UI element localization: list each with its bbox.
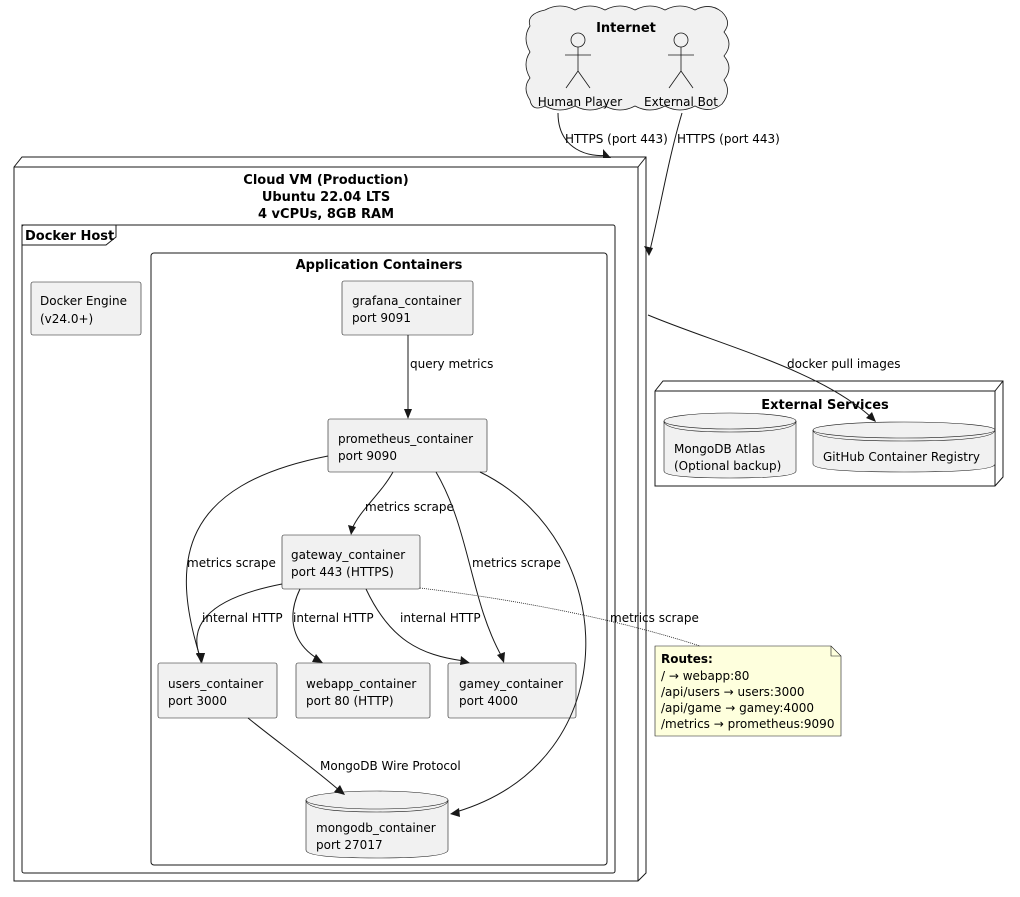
edge-prometheus-to-mongodb-arrowhead bbox=[450, 808, 460, 817]
edge-vm-to-ghcr bbox=[647, 314, 873, 419]
edge-grafana-to-prometheus-arrowhead bbox=[404, 409, 412, 419]
edge-label-mongo-wire: MongoDB Wire Protocol bbox=[320, 759, 461, 773]
edge-label-scrape-gateway: metrics scrape bbox=[365, 500, 454, 514]
edge-label-query-metrics: query metrics bbox=[410, 357, 493, 371]
routes-note: Routes: / → webapp:80 /api/users → users… bbox=[654, 645, 842, 737]
webapp-container-node: webapp_container port 80 (HTTP) bbox=[295, 662, 431, 719]
grafana-container-name: grafana_container bbox=[352, 294, 461, 308]
external-bot-label: External Bot bbox=[644, 95, 718, 109]
edge-label-scrape-users: metrics scrape bbox=[187, 556, 276, 570]
mongodb-container-name: mongodb_container bbox=[316, 821, 436, 835]
docker-host-frame: Docker Host bbox=[21, 224, 616, 874]
edge-prometheus-to-users bbox=[185, 455, 329, 658]
docker-host-title: Docker Host bbox=[25, 229, 114, 244]
routes-note-line-2: /api/users → users:3000 bbox=[661, 685, 805, 699]
edge-gateway-to-users bbox=[196, 583, 283, 658]
edge-gateway-to-gamey-arrowhead bbox=[460, 656, 470, 665]
cloud-vm-title-line-1: Cloud VM (Production) bbox=[243, 173, 408, 188]
mongodb-atlas-database-icon: MongoDB Atlas (Optional backup) bbox=[663, 412, 797, 479]
edge-label-http-webapp: internal HTTP bbox=[293, 611, 374, 625]
cloud-vm-title-line-3: 4 vCPUs, 8GB RAM bbox=[258, 207, 394, 222]
users-container-port: port 3000 bbox=[168, 694, 227, 708]
gateway-container-node: gateway_container port 443 (HTTPS) bbox=[281, 534, 421, 590]
gateway-container-port: port 443 (HTTPS) bbox=[291, 565, 394, 579]
grafana-container-node: grafana_container port 9091 bbox=[341, 280, 474, 336]
docker-engine-line-2: (v24.0+) bbox=[40, 312, 93, 326]
prometheus-container-node: prometheus_container port 9090 bbox=[327, 418, 488, 473]
webapp-container-name: webapp_container bbox=[306, 677, 416, 691]
prometheus-container-port: port 9090 bbox=[338, 449, 397, 463]
edge-gateway-to-users-arrowhead bbox=[196, 653, 205, 663]
edge-users-to-mongodb bbox=[247, 717, 341, 792]
external-services-title: External Services bbox=[761, 398, 889, 413]
routes-note-line-3: /api/game → gamey:4000 bbox=[661, 701, 814, 715]
gateway-container-name: gateway_container bbox=[291, 548, 405, 562]
edge-label-scrape-gamey: metrics scrape bbox=[472, 556, 561, 570]
human-player-actor-icon bbox=[565, 32, 591, 89]
mongodb-container-port: port 27017 bbox=[316, 838, 383, 852]
mongodb-atlas-subtitle: (Optional backup) bbox=[674, 459, 781, 473]
application-containers-frame: Application Containers bbox=[150, 252, 608, 866]
github-container-registry-database-icon: GitHub Container Registry bbox=[812, 421, 996, 473]
edge-human-to-vm bbox=[557, 112, 609, 157]
github-container-registry-name: GitHub Container Registry bbox=[823, 450, 980, 464]
edge-label-http-gamey: internal HTTP bbox=[400, 611, 481, 625]
edge-prometheus-to-gamey bbox=[435, 471, 503, 658]
gamey-container-port: port 4000 bbox=[459, 694, 518, 708]
edge-label-scrape-mongo: metrics scrape bbox=[610, 611, 699, 625]
edge-bot-to-vm bbox=[649, 112, 683, 251]
human-player-label: Human Player bbox=[538, 95, 623, 109]
edge-gateway-to-note bbox=[419, 587, 701, 647]
routes-note-line-4: /metrics → prometheus:9090 bbox=[661, 717, 834, 731]
edge-users-to-mongodb-arrowhead bbox=[334, 785, 345, 795]
edge-human-to-vm-arrowhead bbox=[603, 149, 611, 158]
mongodb-atlas-name: MongoDB Atlas bbox=[674, 442, 765, 456]
prometheus-container-name: prometheus_container bbox=[338, 432, 473, 446]
edge-label-docker-pull: docker pull images bbox=[787, 357, 901, 371]
edge-prometheus-to-mongodb bbox=[455, 471, 587, 813]
edge-label-https-bot: HTTPS (port 443) bbox=[677, 132, 780, 146]
internet-title: Internet bbox=[596, 21, 656, 36]
edge-label-http-users: internal HTTP bbox=[202, 611, 283, 625]
edge-prometheus-to-gateway-arrowhead bbox=[348, 525, 356, 535]
edge-prometheus-to-gateway bbox=[351, 471, 394, 530]
edge-gateway-to-webapp bbox=[292, 588, 319, 660]
users-container-name: users_container bbox=[168, 677, 263, 691]
edge-bot-to-vm-arrowhead bbox=[644, 246, 653, 256]
cloud-vm-title-line-2: Ubuntu 22.04 LTS bbox=[262, 190, 390, 205]
gamey-container-node: gamey_container port 4000 bbox=[447, 662, 577, 719]
docker-engine-node: Docker Engine (v24.0+) bbox=[30, 281, 142, 336]
external-bot-actor-icon bbox=[668, 32, 694, 89]
application-containers-title: Application Containers bbox=[296, 258, 463, 273]
docker-engine-line-1: Docker Engine bbox=[40, 294, 127, 308]
internet-cloud: Internet Human Player External Bot bbox=[525, 5, 730, 111]
routes-note-title: Routes: bbox=[661, 652, 713, 666]
edge-gateway-to-gamey bbox=[365, 588, 465, 662]
edge-vm-to-ghcr-arrowhead bbox=[866, 412, 876, 422]
mongodb-container-database-icon: mongodb_container port 27017 bbox=[305, 790, 449, 859]
users-container-node: users_container port 3000 bbox=[157, 662, 278, 719]
routes-note-line-1: / → webapp:80 bbox=[661, 669, 749, 683]
edge-gateway-to-webapp-arrowhead bbox=[312, 654, 323, 663]
edge-label-https-human: HTTPS (port 443) bbox=[565, 132, 668, 146]
edge-prometheus-to-gamey-arrowhead bbox=[497, 652, 505, 663]
gamey-container-name: gamey_container bbox=[459, 677, 563, 691]
grafana-container-port: port 9091 bbox=[352, 311, 411, 325]
webapp-container-port: port 80 (HTTP) bbox=[306, 694, 394, 708]
